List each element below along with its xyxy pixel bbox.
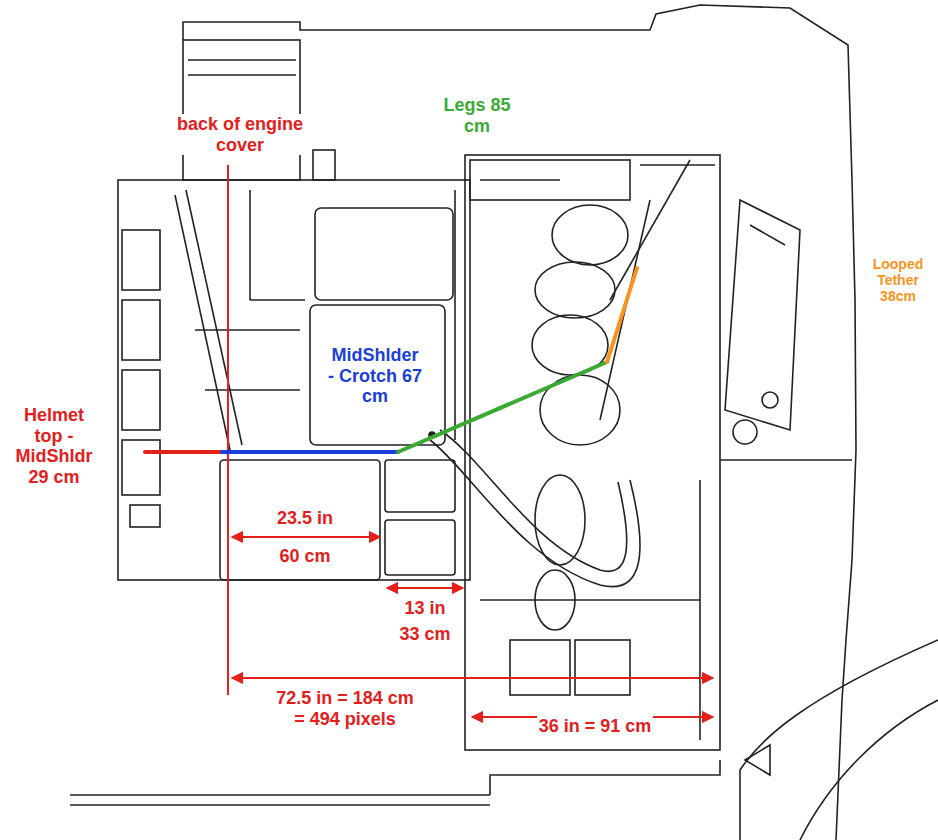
dimension-label: 60 cm [277,546,332,567]
dimension-label: 33 cm [397,624,452,645]
body-segments [145,268,637,452]
dimension-label: 13 in [402,598,447,619]
reference-line [227,165,229,695]
vehicle-outline [70,5,938,840]
dimension-label: Legs 85 cm [440,95,514,136]
dimension-label: Looped Tether 38cm [862,256,934,304]
dimension-label: 72.5 in = 184 cm = 494 pixels [268,688,422,729]
dimension-label: back of engine cover [168,114,312,155]
dimension-label: Helmet top - MidShldr 29 cm [7,405,101,488]
dimension-label: MidShlder - Crotch 67 cm [326,345,425,407]
dimension-label: 36 in = 91 cm [537,716,654,737]
dimension-label: 23.5 in [275,508,335,529]
